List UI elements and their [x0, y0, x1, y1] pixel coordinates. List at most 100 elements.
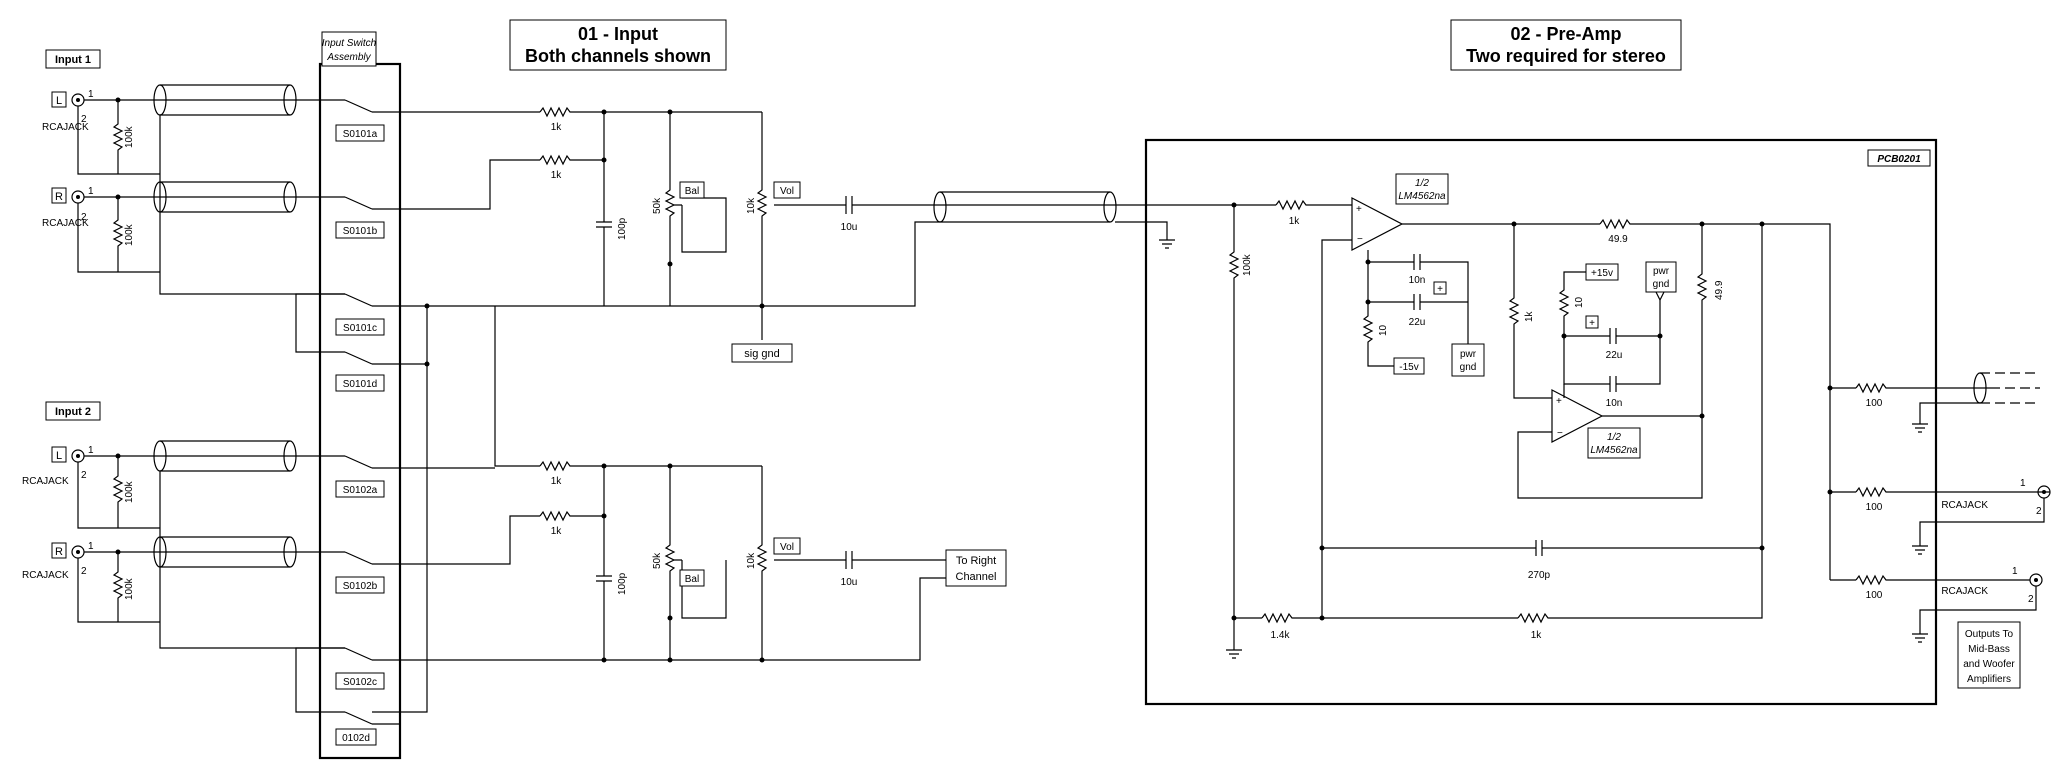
switch-label: S0102c	[343, 677, 377, 688]
switch-label: S0102b	[343, 581, 378, 592]
opamp-minus: −	[1357, 234, 1363, 245]
pin-2: 2	[2028, 594, 2034, 605]
capacitor-270p: 270p	[1528, 570, 1551, 581]
resistor-1k: 1k	[551, 476, 563, 487]
jack-r-label: R	[55, 191, 63, 203]
resistor-1k: 1k	[551, 170, 563, 181]
input-section-title: 01 - Input Both channels shown	[509, 19, 727, 71]
bal-label: Bal	[685, 574, 699, 585]
resistor-1-4k: 1.4k	[1271, 630, 1291, 641]
preamp-title-line2: Two required for stereo	[1466, 46, 1666, 66]
resistor-1k: 1k	[551, 526, 563, 537]
input-stage-lower: 1k 1k 100p 50k Bal 10k Vol 10u To Right …	[400, 306, 1007, 663]
input-1-block: Input 1 L 1 2 RCAJACK 100k R 1 2 RCAJACK…	[42, 49, 345, 295]
resistor-100k: 100k	[124, 223, 135, 246]
switch-labels: S0101a S0101b S0101c S0101d S0102a S0102…	[335, 124, 385, 746]
capacitor-22u: 22u	[1606, 350, 1623, 361]
pin-2: 2	[81, 566, 87, 577]
resistor-100: 100	[1866, 502, 1883, 513]
pin-1: 1	[88, 541, 94, 552]
opamp-plus: +	[1356, 204, 1362, 215]
outputs-note-line: and Woofer	[1963, 659, 2015, 670]
neg-15v-rail: -15v	[1399, 362, 1418, 373]
opamp-2	[1551, 389, 1604, 443]
capacitor-10u: 10u	[841, 577, 858, 588]
pwr-label: pwr	[1460, 349, 1477, 360]
resistor-100: 100	[1866, 398, 1883, 409]
input-title-line2: Both channels shown	[525, 46, 711, 66]
switch-label: S0101c	[343, 323, 377, 334]
pin-1: 1	[88, 186, 94, 197]
input-switch-assembly: Input Switch Assembly S0101a S0101b S010…	[295, 31, 430, 760]
potentiometer-10k: 10k	[746, 197, 757, 214]
outputs-note-line: Mid-Bass	[1968, 644, 2010, 655]
bal-label: Bal	[685, 186, 699, 197]
to-right-channel-line2: Channel	[956, 571, 997, 583]
potentiometer-50k: 50k	[652, 552, 663, 569]
switch-title-line1: Input Switch	[322, 38, 377, 49]
resistor-100: 100	[1866, 590, 1883, 601]
rca-jack-label: RCAJACK	[1941, 586, 1988, 597]
potentiometer-10k: 10k	[746, 552, 757, 569]
switch-label: 0102d	[342, 733, 370, 744]
preamp-section-title: 02 - Pre-Amp Two required for stereo	[1450, 19, 1682, 71]
rca-jack-label: RCAJACK	[22, 570, 69, 581]
pin-1: 1	[2012, 566, 2018, 577]
cap-polarity-plus: +	[1437, 284, 1443, 295]
resistor-1k-feedback: 1k	[1524, 310, 1535, 322]
rca-jack-label: RCAJACK	[1941, 500, 1988, 511]
opamp-part: LM4562na	[1398, 191, 1446, 202]
resistor-10: 10	[1378, 324, 1389, 336]
input-2-label: Input 2	[55, 406, 91, 418]
preamp-title-line1: 02 - Pre-Amp	[1510, 24, 1621, 44]
resistor-10: 10	[1574, 296, 1585, 308]
resistor-1k-bottom: 1k	[1531, 630, 1543, 641]
opamp-half: 1/2	[1607, 432, 1621, 443]
capacitor-10u: 10u	[841, 222, 858, 233]
opamp-plus: +	[1556, 396, 1562, 407]
jack-l-label: L	[56, 450, 62, 462]
vol-label: Vol	[780, 542, 794, 553]
opamp-minus: −	[1557, 428, 1563, 439]
resistor-100k: 100k	[124, 125, 135, 148]
resistor-49-9: 49.9	[1714, 280, 1725, 300]
outputs-note	[1957, 621, 2021, 689]
outputs-block: 100 100 1 2 RCAJACK 100 1 2 RCAJACK Outp…	[1762, 223, 2051, 689]
to-right-channel-line1: To Right	[956, 555, 996, 567]
capacitor-100p: 100p	[617, 572, 628, 595]
switch-title-line2: Assembly	[326, 52, 371, 63]
jack-l-label: L	[56, 95, 62, 107]
sig-gnd-label: sig gnd	[744, 348, 779, 360]
rca-jack-label: RCAJACK	[22, 476, 69, 487]
capacitor-22u: 22u	[1409, 317, 1426, 328]
opamp-part: LM4562na	[1590, 445, 1638, 456]
switch-label: S0102a	[343, 485, 378, 496]
input-1-label: Input 1	[55, 54, 91, 66]
rca-jack-label: RCAJACK	[42, 218, 89, 229]
switch-label: S0101b	[343, 226, 378, 237]
opamp-half: 1/2	[1415, 178, 1429, 189]
vol-label: Vol	[780, 186, 794, 197]
resistor-49-9: 49.9	[1608, 234, 1628, 245]
jack-r-label: R	[55, 546, 63, 558]
input-2-block: Input 2 L 1 2 RCAJACK 100k R 1 2 RCAJACK…	[22, 401, 345, 649]
input-stage-upper: 1k 1k 100p 50k Bal 10k Vol sig gnd 10u	[400, 106, 1230, 363]
resistor-100k: 100k	[124, 577, 135, 600]
switch-label: S0101d	[343, 379, 377, 390]
pin-1: 1	[88, 89, 94, 100]
pcb-label: PCB0201	[1877, 154, 1921, 165]
input-title-line1: 01 - Input	[578, 24, 658, 44]
rca-jack-label: RCAJACK	[42, 122, 89, 133]
resistor-100k: 100k	[124, 480, 135, 503]
opamp-1	[1351, 197, 1404, 251]
pos-15v-rail: +15v	[1591, 268, 1613, 279]
pwr-label: pwr	[1653, 266, 1670, 277]
pin-1: 1	[2020, 478, 2026, 489]
outputs-note-line: Amplifiers	[1967, 674, 2011, 685]
pin-2: 2	[81, 470, 87, 481]
resistor-100k: 100k	[1242, 253, 1253, 276]
pin-2: 2	[2036, 506, 2042, 517]
capacitor-10n: 10n	[1606, 398, 1623, 409]
resistor-1k-in: 1k	[1289, 216, 1301, 227]
